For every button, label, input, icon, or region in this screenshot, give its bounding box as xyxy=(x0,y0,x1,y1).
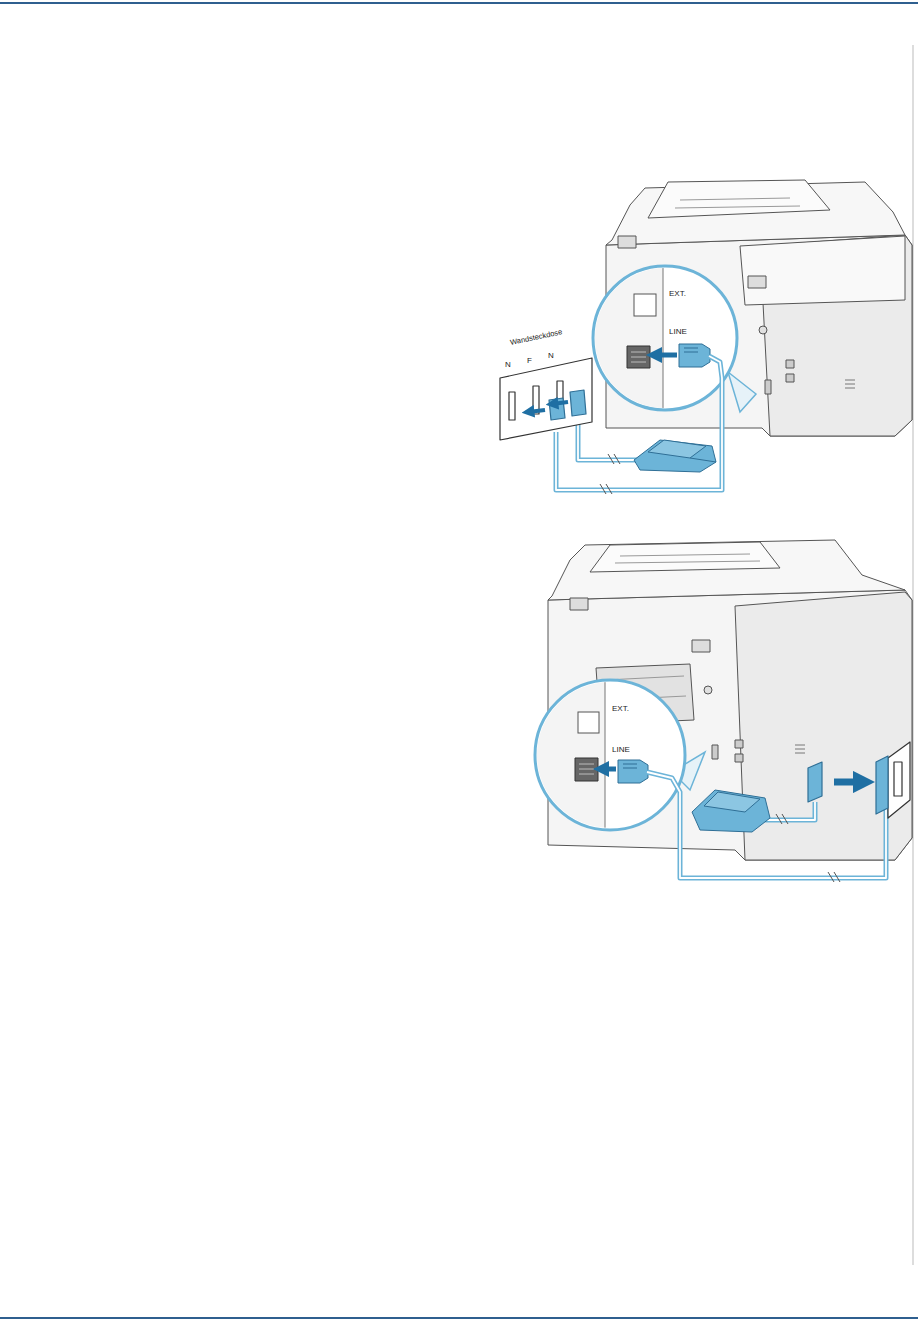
socket-pin-label: N xyxy=(548,352,554,360)
phone-cable xyxy=(608,454,620,464)
wall-socket xyxy=(876,756,888,814)
port-label: EXT. xyxy=(669,290,686,298)
wall-socket xyxy=(528,410,545,412)
zoom-circle xyxy=(575,758,598,781)
phone-cable xyxy=(600,484,612,494)
socket-pin-label: N xyxy=(505,361,511,369)
page-rule xyxy=(0,1317,918,1319)
printer xyxy=(735,740,743,748)
page-rule xyxy=(0,3,918,1318)
zoom-circle xyxy=(618,760,648,783)
zoom-circle xyxy=(684,348,698,352)
zoom-circle xyxy=(605,675,606,835)
printer xyxy=(615,554,760,563)
zoom-circle xyxy=(530,675,685,835)
printer xyxy=(786,360,794,368)
printer xyxy=(845,380,855,388)
zoom-circle xyxy=(623,764,637,768)
printer xyxy=(740,236,905,305)
port-label: LINE xyxy=(669,328,687,336)
telephone xyxy=(692,790,770,832)
zoom-circle xyxy=(679,344,710,367)
wall-socket xyxy=(552,402,568,404)
zoom-circle xyxy=(654,353,677,358)
phone-cable xyxy=(776,814,788,824)
telephone xyxy=(648,440,706,458)
page-rule xyxy=(913,45,914,1265)
zoom-circle xyxy=(601,767,616,772)
wall-socket xyxy=(509,392,515,420)
phone-cable xyxy=(828,872,840,882)
printer xyxy=(548,540,905,600)
phone-cable xyxy=(578,418,640,460)
telephone xyxy=(634,440,716,472)
zoom-circle xyxy=(530,675,605,835)
wall-socket xyxy=(808,762,822,802)
zoom-circle xyxy=(578,712,599,733)
port-label: EXT. xyxy=(612,705,629,713)
printer xyxy=(765,380,771,394)
phone-cable xyxy=(647,772,886,882)
phone-cable xyxy=(647,772,886,878)
printer xyxy=(735,754,743,762)
phone-cable xyxy=(765,802,815,820)
zoom-circle xyxy=(627,346,650,368)
zoom-circle xyxy=(590,260,737,420)
zoom-circle xyxy=(634,294,656,316)
wall-socket xyxy=(570,390,586,416)
printer xyxy=(675,198,800,208)
printer xyxy=(590,542,780,572)
phone-cable xyxy=(765,802,815,820)
wall-socket xyxy=(500,358,592,440)
printer xyxy=(759,326,767,334)
phone-cable xyxy=(647,772,886,878)
port-label: LINE xyxy=(612,746,630,754)
phone-cable xyxy=(578,418,640,460)
socket-pin-label: F xyxy=(527,357,532,365)
printer xyxy=(786,374,794,382)
page-rule xyxy=(0,2,918,4)
zoom-circle xyxy=(590,260,663,420)
telephone xyxy=(634,440,716,472)
zoom-circle xyxy=(590,260,663,420)
zoom-circle xyxy=(530,675,605,835)
telephone xyxy=(690,458,716,462)
zoom-circle xyxy=(663,260,664,420)
wall-socket xyxy=(808,742,910,818)
printer xyxy=(712,745,718,759)
printer xyxy=(795,745,805,753)
socket-label: Wandsteckdose xyxy=(509,328,562,346)
printer xyxy=(748,276,766,288)
telephone xyxy=(692,790,770,832)
printer xyxy=(692,640,710,652)
telephone xyxy=(704,792,760,812)
wall-socket xyxy=(888,742,910,818)
printer xyxy=(704,686,712,694)
printer xyxy=(618,236,636,248)
wall-socket xyxy=(500,358,592,440)
printer xyxy=(648,180,830,218)
printer xyxy=(570,598,588,610)
wall-socket xyxy=(894,762,902,796)
zoom-leader xyxy=(728,372,756,412)
wall-socket xyxy=(834,779,864,786)
zoom-leader xyxy=(728,372,756,412)
zoom-circle xyxy=(631,352,646,362)
zoom-circle xyxy=(579,764,594,774)
